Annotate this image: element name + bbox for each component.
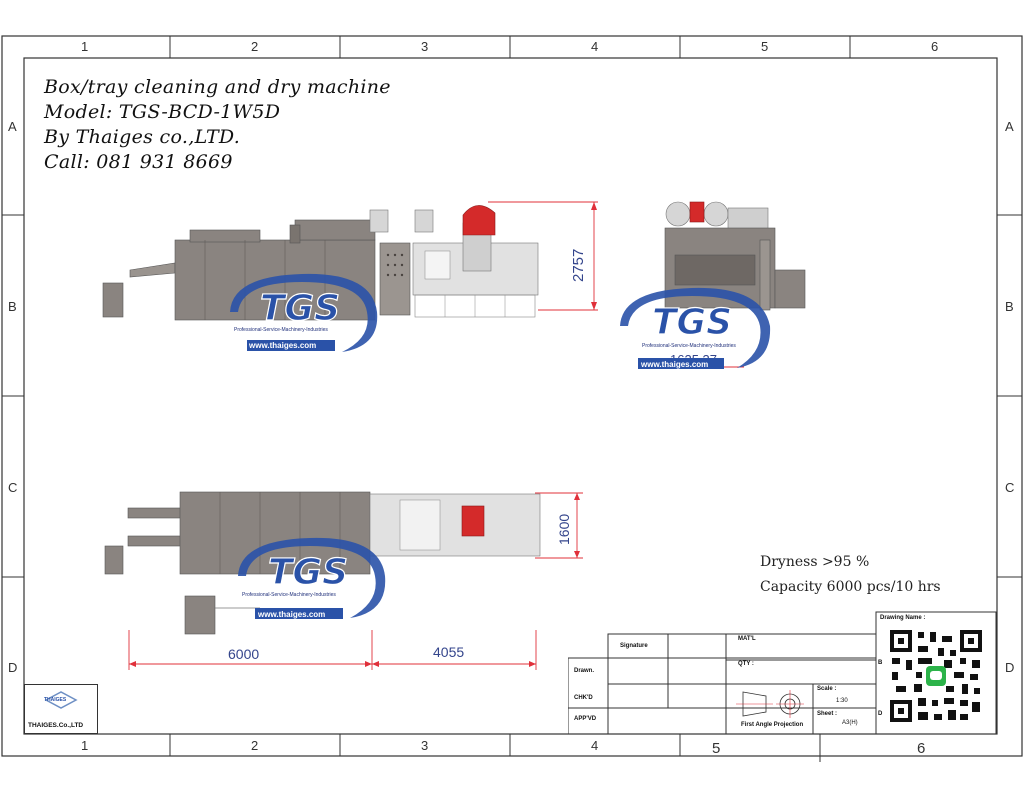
company-logo-box <box>24 684 98 734</box>
machine-top-view <box>104 491 541 635</box>
length-dimension-4055: 4055 <box>433 644 465 660</box>
company-logo-text: THAIGES <box>44 697 67 703</box>
tb-sheet-label: Sheet : <box>817 711 838 717</box>
title-phone: Call: 081 931 8669 <box>44 151 233 173</box>
ruler-left-d: D <box>8 660 18 675</box>
depth-dimension-line <box>535 492 583 559</box>
tb-scale-label: Scale : <box>817 686 837 692</box>
ruler-bottom-4: 4 <box>591 738 599 753</box>
height-dimension-label: 2757 <box>570 248 587 282</box>
ruler-top-4: 4 <box>591 39 599 54</box>
length-dimension-lines <box>128 630 537 670</box>
tgs-tagline-2: Professional-Service-Machinery-Industrie… <box>642 343 736 349</box>
tb-drawing-name: Drawing Name : <box>880 615 926 621</box>
tb-material: MAT'L <box>738 636 756 642</box>
ruler-left-b: B <box>8 299 17 314</box>
tgs-watermark-2: TGS <box>620 287 771 369</box>
depth-dimension-label: 1600 <box>556 513 572 545</box>
ruler-bottom-2: 2 <box>251 738 259 753</box>
tgs-watermark-3: TGS <box>238 537 386 619</box>
ruler-right-d: D <box>1005 660 1015 675</box>
ruler-top-3: 3 <box>421 39 429 54</box>
company-name: THAIGES.Co.,LTD <box>28 722 84 729</box>
ruler-left-c: C <box>8 480 18 495</box>
title-block-frame <box>568 611 997 735</box>
ruler-bottom-5: 5 <box>712 740 721 757</box>
title-machine-name: Box/tray cleaning and dry machine <box>44 76 391 98</box>
tgs-url-3: www.thaiges.com <box>258 610 326 619</box>
tgs-url-2: www.thaiges.com <box>641 360 709 369</box>
ruler-top-2: 2 <box>251 39 259 54</box>
ruler-right-b: B <box>1005 299 1014 314</box>
tb-sheet-value: A3(H) <box>842 720 858 726</box>
length-dimension-6000: 6000 <box>228 646 260 662</box>
title-model: Model: TGS-BCD-1W5D <box>44 101 281 123</box>
tb-projection: First Angle Projection <box>741 722 804 728</box>
tb-b-mark: B <box>878 660 883 666</box>
tb-d-mark: D <box>878 711 883 717</box>
tb-quantity: QTY : <box>738 661 754 667</box>
tb-signature: Signature <box>620 643 648 649</box>
tb-scale-value: 1:30 <box>836 698 848 704</box>
ruler-bottom-6: 6 <box>917 740 926 757</box>
ruler-top-6: 6 <box>931 39 939 54</box>
tgs-tagline-1: Professional-Service-Machinery-Industrie… <box>234 327 328 333</box>
ruler-bottom-1: 1 <box>81 738 89 753</box>
tgs-watermark-1: TGS <box>230 273 378 352</box>
ruler-right-a: A <box>1005 119 1014 134</box>
title-company: By Thaiges co.,LTD. <box>44 126 241 148</box>
ruler-right-c: C <box>1005 480 1015 495</box>
spec-dryness: Dryness >95 % <box>760 554 870 570</box>
ruler-left-a: A <box>8 119 17 134</box>
tb-checked: CHK'D <box>574 695 593 701</box>
svg-text:TGS: TGS <box>260 288 340 329</box>
tgs-tagline-3: Professional-Service-Machinery-Industrie… <box>242 592 336 598</box>
spec-capacity: Capacity 6000 pcs/10 hrs <box>760 579 941 595</box>
svg-text:TGS: TGS <box>268 552 348 593</box>
tgs-url-1: www.thaiges.com <box>249 341 317 350</box>
tb-approved: APP'VD <box>574 716 597 722</box>
height-dimension-line <box>488 201 598 311</box>
qr-code[interactable] <box>888 628 984 724</box>
ruler-bottom-3: 3 <box>421 738 429 753</box>
tb-drawn: Drawn. <box>574 668 595 674</box>
ruler-top-5: 5 <box>761 39 769 54</box>
svg-text:TGS: TGS <box>652 302 732 343</box>
ruler-top-1: 1 <box>81 39 89 54</box>
